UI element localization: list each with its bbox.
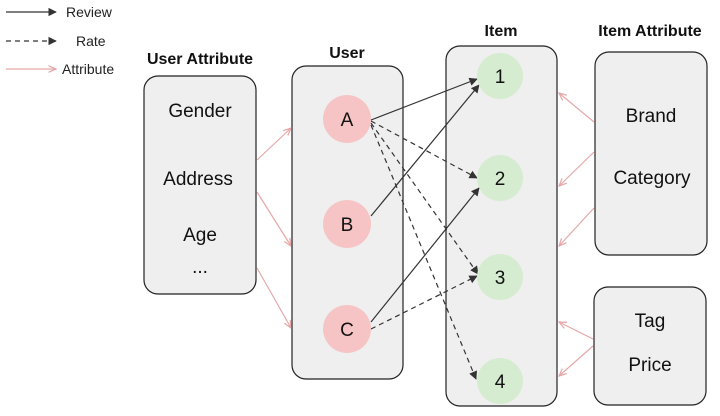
legend-rate: Rate (6, 33, 106, 49)
item-attribute-box-tag-price (593, 286, 707, 406)
user-attribute-title: User Attribute (147, 51, 253, 68)
rate-edge-a-4 (370, 124, 477, 380)
rate-edge-a-3 (370, 122, 479, 275)
item-title: Item (485, 23, 518, 40)
attribute-arrow (559, 345, 594, 376)
attribute-arrow (559, 93, 595, 123)
item-node-3 (477, 254, 523, 300)
attribute-arrow (256, 191, 291, 246)
legend-attribute-label: Attribute (62, 61, 114, 77)
item-node-3-label: 3 (495, 268, 506, 289)
legend-review: Review (6, 4, 113, 20)
user-title: User (329, 45, 365, 62)
item-attribute-category: Category (613, 168, 691, 189)
user-attribute-box (143, 75, 257, 295)
legend: Review Rate Attribute (6, 4, 114, 77)
item-node-1 (477, 53, 523, 99)
item-node-4-label: 4 (495, 372, 506, 393)
user-nodes: A B C (323, 95, 371, 353)
user-item-edges (370, 77, 480, 380)
attribute-arrow (559, 207, 595, 246)
item-node-2 (477, 155, 523, 201)
item-box (445, 45, 558, 407)
review-edge-b-1 (370, 84, 480, 217)
attribute-arrow (256, 267, 291, 328)
user-attribute-gender: Gender (168, 101, 232, 122)
review-edge-a-1 (370, 77, 478, 121)
user-attribute-more: ... (192, 257, 208, 278)
item-nodes: 1 2 3 4 (477, 53, 523, 404)
user-node-c (323, 305, 371, 353)
user-attribute-address: Address (163, 169, 233, 190)
attribute-arrow (256, 128, 291, 161)
item-attribute-price: Price (628, 355, 671, 376)
item-node-1-label: 1 (495, 67, 506, 88)
user-attribute-age: Age (183, 225, 217, 246)
item-attribute-brand: Brand (626, 106, 677, 127)
attribute-arrow (559, 322, 594, 340)
user-node-b-label: B (341, 215, 354, 236)
attribute-arrows (256, 93, 595, 376)
review-edge-c-2 (370, 187, 480, 323)
item-attribute-title: Item Attribute (598, 23, 702, 40)
legend-rate-label: Rate (76, 33, 106, 49)
legend-review-label: Review (66, 4, 113, 20)
user-node-a-label: A (341, 110, 354, 131)
item-node-4 (477, 358, 523, 404)
legend-attribute: Attribute (6, 61, 114, 77)
rate-edge-a-2 (370, 120, 478, 179)
rate-edge-c-3 (370, 275, 478, 330)
user-node-c-label: C (340, 320, 354, 341)
item-node-2-label: 2 (495, 169, 506, 190)
item-attribute-tag: Tag (635, 311, 666, 332)
item-attribute-box-brand-category (594, 51, 708, 256)
user-node-b (323, 200, 371, 248)
user-node-a (323, 95, 371, 143)
attribute-arrow (559, 151, 595, 186)
